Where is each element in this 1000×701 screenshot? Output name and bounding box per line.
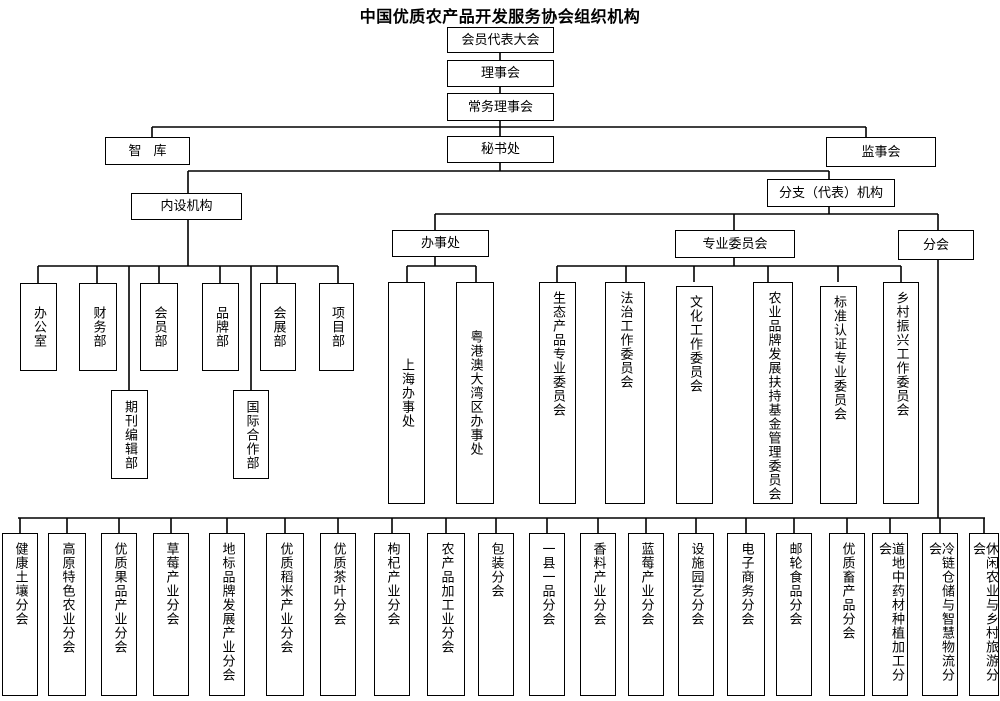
branch-box: 地标品牌发展产业分会 — [209, 533, 245, 696]
committee-box: 标准认证专业委员会 — [820, 286, 857, 504]
committee-box: 文化工作委员会 — [676, 286, 713, 504]
branch-box: 农产品加工业分会 — [427, 533, 465, 696]
node-offices: 办事处 — [392, 230, 489, 257]
committee-box: 农业品牌发展扶持基金管理委员会 — [753, 282, 793, 504]
dept-box: 项目部 — [319, 283, 354, 371]
branch-box: 冷链仓储与智慧物流分会 — [922, 533, 958, 696]
node-think-tank: 智库 — [105, 137, 190, 165]
branch-box: 蓝莓产业分会 — [628, 533, 664, 696]
dept-box: 会展部 — [260, 283, 296, 371]
node-committees: 专业委员会 — [675, 230, 795, 258]
committee-box: 法治工作委员会 — [605, 282, 645, 504]
branch-box: 邮轮食品分会 — [776, 533, 812, 696]
branch-box: 一县一品分会 — [529, 533, 565, 696]
branch-box: 电子商务分会 — [727, 533, 765, 696]
dept-box-journal: 期刊编辑部 — [111, 390, 148, 479]
office-box: 粤港澳大湾区办事处 — [456, 282, 494, 504]
dept-box: 品牌部 — [202, 283, 239, 371]
branch-box: 设施园艺分会 — [678, 533, 714, 696]
branch-box: 包装分会 — [478, 533, 514, 696]
branch-box: 优质稻米产业分会 — [266, 533, 304, 696]
dept-box: 会员部 — [140, 283, 178, 371]
node-branches: 分会 — [898, 230, 974, 260]
node-standing-board: 常务理事会 — [447, 93, 554, 121]
node-internal: 内设机构 — [131, 193, 242, 220]
branch-box: 优质畜产品分会 — [829, 533, 865, 696]
node-supervisory: 监事会 — [826, 137, 936, 167]
branch-box: 优质果品产业分会 — [101, 533, 137, 696]
branch-box: 香料产业分会 — [580, 533, 616, 696]
dept-box: 财务部 — [79, 283, 117, 371]
branch-box: 高原特色农业分会 — [48, 533, 86, 696]
branch-box: 草莓产业分会 — [153, 533, 189, 696]
chart-title: 中国优质农产品开发服务协会组织机构 — [359, 7, 641, 26]
branch-box: 道地中药材种植加工分会 — [872, 533, 908, 696]
branch-box: 健康土壤分会 — [2, 533, 38, 696]
branch-box: 休闲农业与乡村旅游分会 — [969, 533, 999, 696]
committee-box: 乡村振兴工作委员会 — [883, 282, 919, 504]
branch-box: 优质茶叶分会 — [320, 533, 356, 696]
dept-box: 办公室 — [20, 283, 57, 371]
committee-box: 生态产品专业委员会 — [539, 282, 576, 504]
node-secretariat: 秘书处 — [447, 136, 554, 163]
node-board: 理事会 — [447, 60, 554, 87]
branch-box: 枸杞产业分会 — [374, 533, 410, 696]
node-branch-orgs: 分支（代表）机构 — [767, 179, 895, 207]
node-congress: 会员代表大会 — [447, 27, 554, 53]
dept-box-international: 国际合作部 — [233, 390, 269, 479]
office-box: 上海办事处 — [388, 282, 425, 504]
